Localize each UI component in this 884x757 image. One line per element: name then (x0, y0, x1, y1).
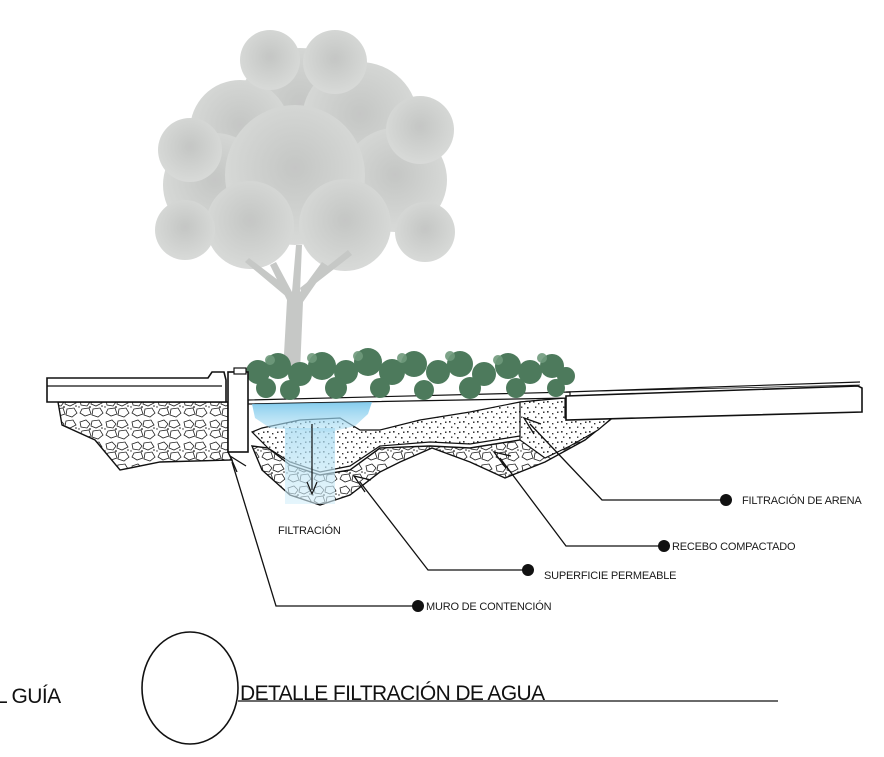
partial-left-title: L GUÍA (0, 685, 61, 708)
detail-title: DETALLE FILTRACIÓN DE AGUA (240, 682, 545, 705)
dot-recebo-compactado (658, 540, 670, 552)
leader-arrowheads (228, 416, 542, 493)
leader-dots (412, 494, 732, 612)
dot-superficie-permeable (522, 564, 534, 576)
label-superficie-permeable: SUPERFICIE PERMEABLE (544, 570, 676, 582)
leader-lines (231, 423, 722, 607)
label-muro-contencion: MURO DE CONTENCIÓN (426, 600, 552, 613)
right-pavement-slab (565, 381, 863, 421)
tree-illustration (155, 30, 455, 372)
detail-circle-marker (141, 631, 239, 745)
dot-muro-contencion (412, 600, 424, 612)
label-filtracion-arena: FILTRACIÓN DE ARENA (742, 494, 862, 507)
dot-filtracion-arena (720, 494, 732, 506)
label-filtracion: FILTRACIÓN (278, 524, 341, 537)
water-filtration-zone (252, 402, 372, 504)
label-recebo-compactado: RECEBO COMPACTADO (672, 541, 796, 553)
retaining-wall (227, 367, 249, 453)
left-pavement-slab (46, 371, 227, 403)
